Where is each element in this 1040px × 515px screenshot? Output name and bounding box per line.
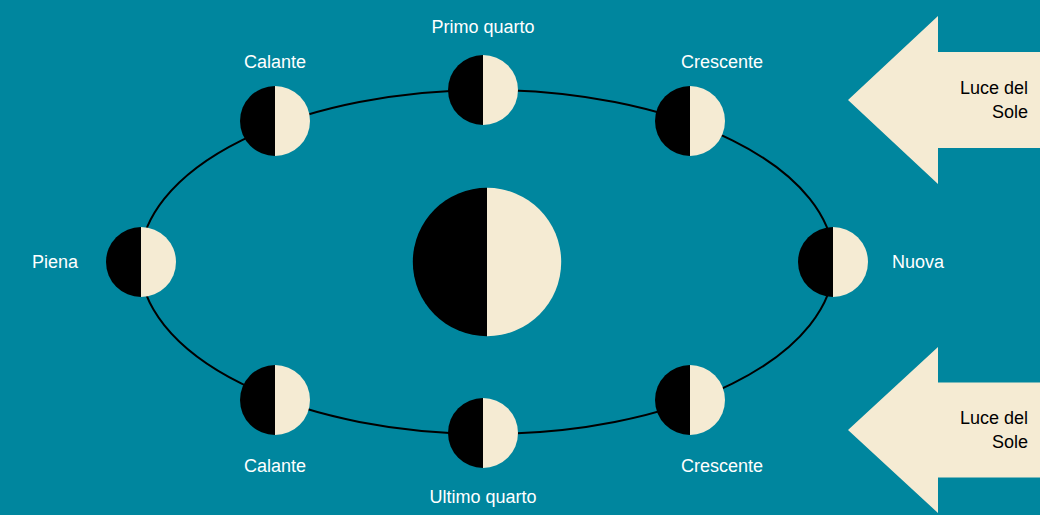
arrow-label: Luce del Sole bbox=[948, 76, 1028, 124]
phase-label: Calante bbox=[244, 51, 306, 73]
moon-symbol bbox=[240, 86, 310, 156]
phase-label: Crescente bbox=[681, 455, 763, 477]
phase-label: Nuova bbox=[892, 251, 944, 273]
earth-symbol bbox=[413, 188, 561, 336]
moon-symbol bbox=[448, 398, 518, 468]
phase-label: Calante bbox=[244, 455, 306, 477]
arrow-shape bbox=[848, 16, 1040, 184]
moon-symbol bbox=[240, 365, 310, 435]
phase-label: Piena bbox=[32, 251, 78, 273]
moon-symbol bbox=[106, 227, 176, 297]
sunlight-arrow: Luce del Sole bbox=[848, 347, 1040, 513]
arrow-shape bbox=[848, 347, 1040, 513]
moon-symbol bbox=[798, 227, 868, 297]
sunlight-arrow: Luce del Sole bbox=[848, 16, 1040, 184]
phase-label: Primo quarto bbox=[431, 16, 534, 38]
moon-symbol bbox=[655, 365, 725, 435]
phase-label: Crescente bbox=[681, 51, 763, 73]
moon-symbol bbox=[655, 86, 725, 156]
moon-symbol bbox=[448, 55, 518, 125]
arrow-label: Luce del Sole bbox=[948, 406, 1028, 454]
phase-label: Ultimo quarto bbox=[429, 486, 536, 508]
orbit-ellipse bbox=[140, 90, 834, 434]
